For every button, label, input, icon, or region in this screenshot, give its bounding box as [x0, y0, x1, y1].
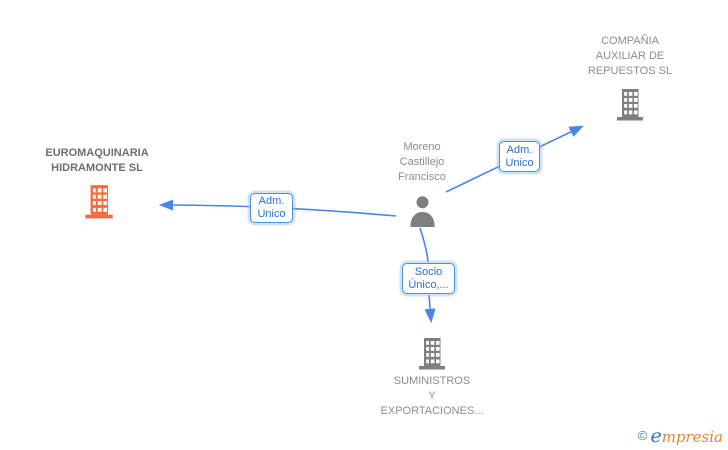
edge-label-adm-unico-top[interactable]: Adm. Unico [499, 141, 540, 172]
edge-label-socio-unico[interactable]: Socio Único,... [402, 263, 455, 294]
empresia-logo[interactable]: ©empresia [638, 425, 723, 447]
building-icon [617, 89, 643, 121]
edge-label-line: Unico [505, 156, 534, 169]
edge-person-to-socio-box [419, 227, 429, 263]
brand-text: mpresia [661, 428, 723, 446]
brand-text-e: e [650, 425, 662, 447]
person-icon [410, 196, 435, 227]
person-name-line: Moreno [403, 141, 441, 153]
copyright-icon: © [637, 428, 648, 443]
company-label-line: COMPAÑIA [601, 35, 659, 47]
company-label-line: EXPORTACIONES... [380, 405, 484, 417]
building-icon [419, 338, 445, 370]
person-name-line: Francisco [398, 171, 446, 183]
building-icon-euromaquinaria[interactable] [80, 183, 118, 224]
company-label-line: SUMINISTROS [393, 375, 471, 387]
building-icon [85, 185, 113, 219]
company-label-line: Y [428, 390, 436, 402]
edge-label-line: Adm. [258, 195, 285, 207]
company-label-line: REPUESTOS SL [587, 65, 673, 77]
person-name-line: Castillejo [399, 156, 445, 168]
company-label-suministros[interactable]: SUMINISTROS Y EXPORTACIONES... [362, 374, 502, 419]
edge-label-line: Socio [414, 265, 443, 278]
edge-label-line: Unico [257, 208, 286, 220]
company-label-repuestos[interactable]: COMPAÑIA AUXILIAR DE REPUESTOS SL [558, 34, 702, 79]
building-icon-suministros[interactable] [414, 336, 450, 375]
edge-label-line: Adm. [506, 143, 533, 156]
company-label-line: EUROMAQUINARIA [45, 147, 149, 159]
building-icon-repuestos[interactable] [612, 87, 648, 126]
edge-socio-box-to-suministros [424, 294, 436, 324]
edge-label-line: Único,... [408, 278, 449, 291]
company-label-line: HIDRAMONTE SL [51, 162, 143, 174]
edge-label-adm-unico-left[interactable]: Adm. Unico [250, 193, 293, 223]
company-label-line: AUXILIAR DE [595, 50, 665, 62]
company-label-euromaquinaria[interactable]: EUROMAQUINARIA HIDRAMONTE SL [17, 146, 177, 176]
person-label[interactable]: Moreno Castillejo Francisco [352, 140, 492, 185]
person-icon-wrap[interactable] [407, 194, 438, 232]
